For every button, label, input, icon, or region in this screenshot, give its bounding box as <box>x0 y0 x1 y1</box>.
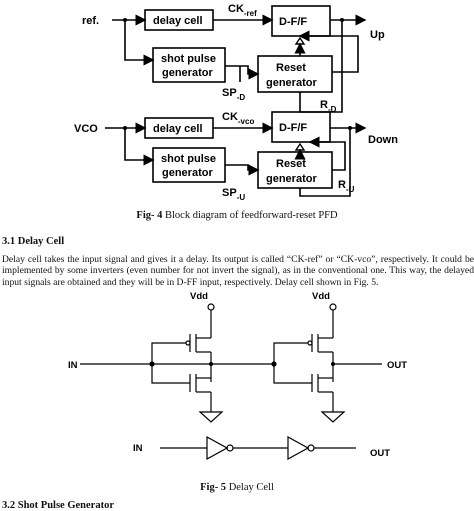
reset-bottom-line1: Reset <box>276 158 306 170</box>
down-label: Down <box>368 134 398 146</box>
node-dot-right <box>331 362 335 366</box>
vco-label: VCO <box>74 123 98 135</box>
shot-top-line1: shot pulse <box>161 53 216 65</box>
dff-bottom-label: D-F/F <box>279 122 307 134</box>
delay-cell-bottom-label: delay cell <box>153 123 203 135</box>
section-3-2-heading: 3.2 Shot Pulse Generator <box>2 500 114 511</box>
shot-bottom-line2: generator <box>162 167 213 179</box>
figure-5-delay-cell-diagram: Vdd Vdd IN OUT IN OUT <box>68 291 407 461</box>
vdd-left-label: Vdd <box>190 291 208 302</box>
ck-ref-label: CK <box>228 3 244 15</box>
shot-top-line2: generator <box>162 67 213 79</box>
r-d-label: R <box>320 99 328 111</box>
figure-4-caption-label: Fig- 4 <box>136 210 163 221</box>
figure-5-caption-text: Delay Cell <box>226 482 274 493</box>
in-bottom-label: IN <box>133 443 143 454</box>
svg-text:CK-vco: CK-vco <box>222 111 254 126</box>
figure-5-caption: Fig- 5 Delay Cell <box>0 482 474 493</box>
in-top-label: IN <box>68 360 78 371</box>
section-3-1-heading: 3.1 Delay Cell <box>2 236 65 247</box>
sp-u-label: SP <box>222 187 237 199</box>
ref-label: ref. <box>82 15 99 27</box>
delay-cell-top-label: delay cell <box>153 15 203 27</box>
svg-text:SP-D: SP-D <box>222 87 245 102</box>
svg-text:CK-ref: CK-ref <box>228 3 257 18</box>
figure-4-caption: Fig- 4 Block diagram of feedforward-rese… <box>0 210 474 221</box>
reset-bottom-line2: generator <box>266 173 317 185</box>
figure-4-caption-text: Block diagram of feedforward-reset PFD <box>162 210 338 221</box>
figure-5-caption-label: Fig- 5 <box>200 482 227 493</box>
figure-4-block-diagram: ref. VCO delay cell delay cell D-F/F D-F… <box>74 3 398 202</box>
svg-text:R-D: R-D <box>320 99 337 114</box>
r-u-subscript: -U <box>346 185 355 194</box>
up-label: Up <box>370 29 385 41</box>
node-dot-left <box>209 362 213 366</box>
svg-text:SP-U: SP-U <box>222 187 245 202</box>
reset-top-line2: generator <box>266 77 317 89</box>
out-top-label: OUT <box>387 360 407 371</box>
vdd-right-label: Vdd <box>312 291 330 302</box>
r-u-label: R <box>338 179 346 191</box>
sp-u-subscript: -U <box>237 193 246 202</box>
r-d-subscript: -D <box>328 105 337 114</box>
sp-d-subscript: -D <box>237 93 246 102</box>
shot-bottom-line1: shot pulse <box>161 153 216 165</box>
dff-top-label: D-F/F <box>279 16 307 28</box>
out-bottom-label: OUT <box>370 448 390 459</box>
ck-vco-subscript: -vco <box>238 117 255 126</box>
svg-text:R-U: R-U <box>338 179 355 194</box>
reset-top-line1: Reset <box>276 62 306 74</box>
ck-ref-subscript: -ref <box>244 9 257 18</box>
ck-vco-label: CK <box>222 111 238 123</box>
sp-d-label: SP <box>222 87 237 99</box>
section-3-1-paragraph: Delay cell takes the input signal and gi… <box>2 254 474 288</box>
